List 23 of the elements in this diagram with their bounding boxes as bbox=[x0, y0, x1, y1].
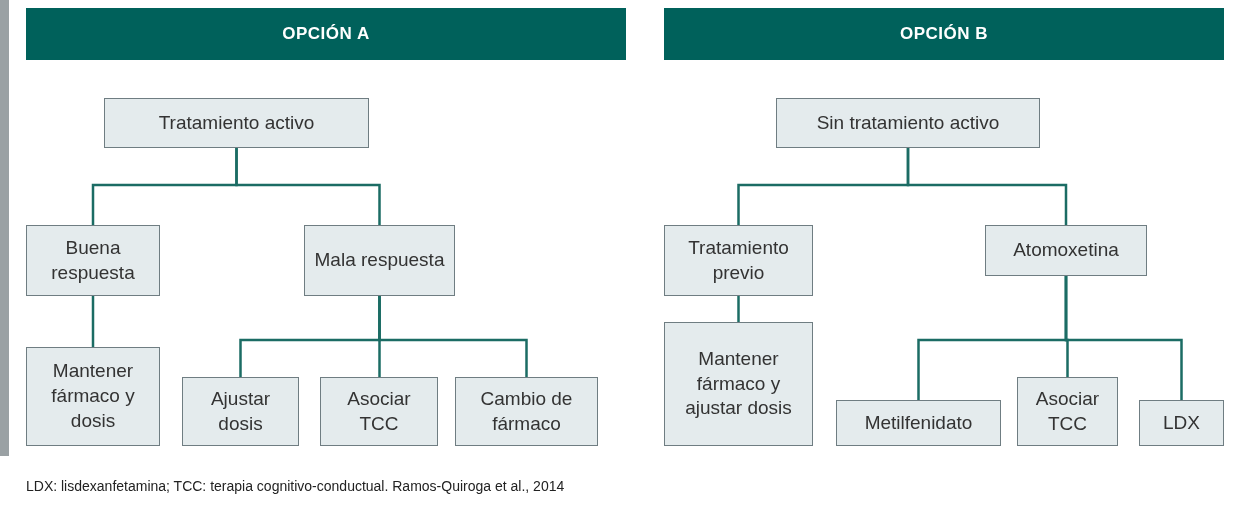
process-box: Metilfenidato bbox=[836, 400, 1001, 446]
connector-line bbox=[235, 148, 381, 225]
process-box: Ajustar dosis bbox=[182, 377, 299, 446]
process-box: Sin tratamiento activo bbox=[776, 98, 1040, 148]
section-header: OPCIÓN B bbox=[664, 8, 1224, 60]
process-box: Mantener fármaco y dosis bbox=[26, 347, 160, 446]
process-box: Buena respuesta bbox=[26, 225, 160, 296]
connector-line bbox=[1064, 276, 1183, 400]
process-box: Cambio de fármaco bbox=[455, 377, 598, 446]
process-box: Asociar TCC bbox=[320, 377, 438, 446]
process-box: Mantener fármaco y ajustar dosis bbox=[664, 322, 813, 446]
connector-line bbox=[91, 296, 95, 347]
process-box: Atomoxetina bbox=[985, 225, 1147, 276]
process-box: Tratamiento activo bbox=[104, 98, 369, 148]
process-box: Asociar TCC bbox=[1017, 377, 1118, 446]
connector-line bbox=[378, 296, 528, 377]
connector-line bbox=[906, 148, 1068, 225]
section-header: OPCIÓN A bbox=[26, 8, 626, 60]
connector-line bbox=[737, 296, 740, 322]
footnote: LDX: lisdexanfetamina; TCC: terapia cognitivo-conductual. Ramos-Quiroga et al., 2014 bbox=[26, 478, 565, 494]
process-box: Tratamiento previo bbox=[664, 225, 813, 296]
process-box: Mala respuesta bbox=[304, 225, 455, 296]
process-box: LDX bbox=[1139, 400, 1224, 446]
